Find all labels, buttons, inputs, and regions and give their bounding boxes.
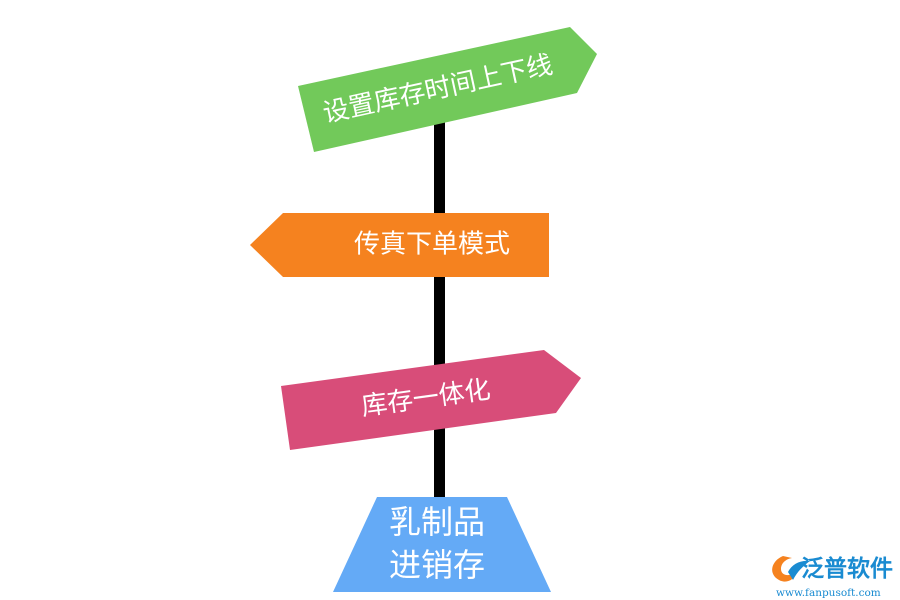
sign-2-shape <box>250 213 549 277</box>
logo-leaf-icon <box>788 560 810 580</box>
logo-name: 泛普软件 <box>801 555 893 582</box>
signpost-base: 乳制品 进销存 <box>333 497 551 592</box>
fanpu-logo: 泛普软件 www.fanpusoft.com <box>772 555 893 599</box>
base-label-line-1: 乳制品 <box>389 503 485 541</box>
sign-2-label: 传真下单模式 <box>354 230 510 260</box>
sign-1-shape <box>298 27 597 152</box>
sign-1-arrow: 设置库存时间上下线 <box>298 27 597 152</box>
sign-3-shape <box>281 350 581 450</box>
signpost-pole <box>434 110 445 510</box>
sign-3-arrow: 库存一体化 <box>281 350 581 450</box>
logo-url: www.fanpusoft.com <box>776 587 881 599</box>
fanpu-logo-icon <box>772 556 810 582</box>
sign-2-arrow: 传真下单模式 <box>250 213 549 277</box>
base-label-line-2: 进销存 <box>389 546 485 584</box>
base-shape <box>333 497 551 592</box>
